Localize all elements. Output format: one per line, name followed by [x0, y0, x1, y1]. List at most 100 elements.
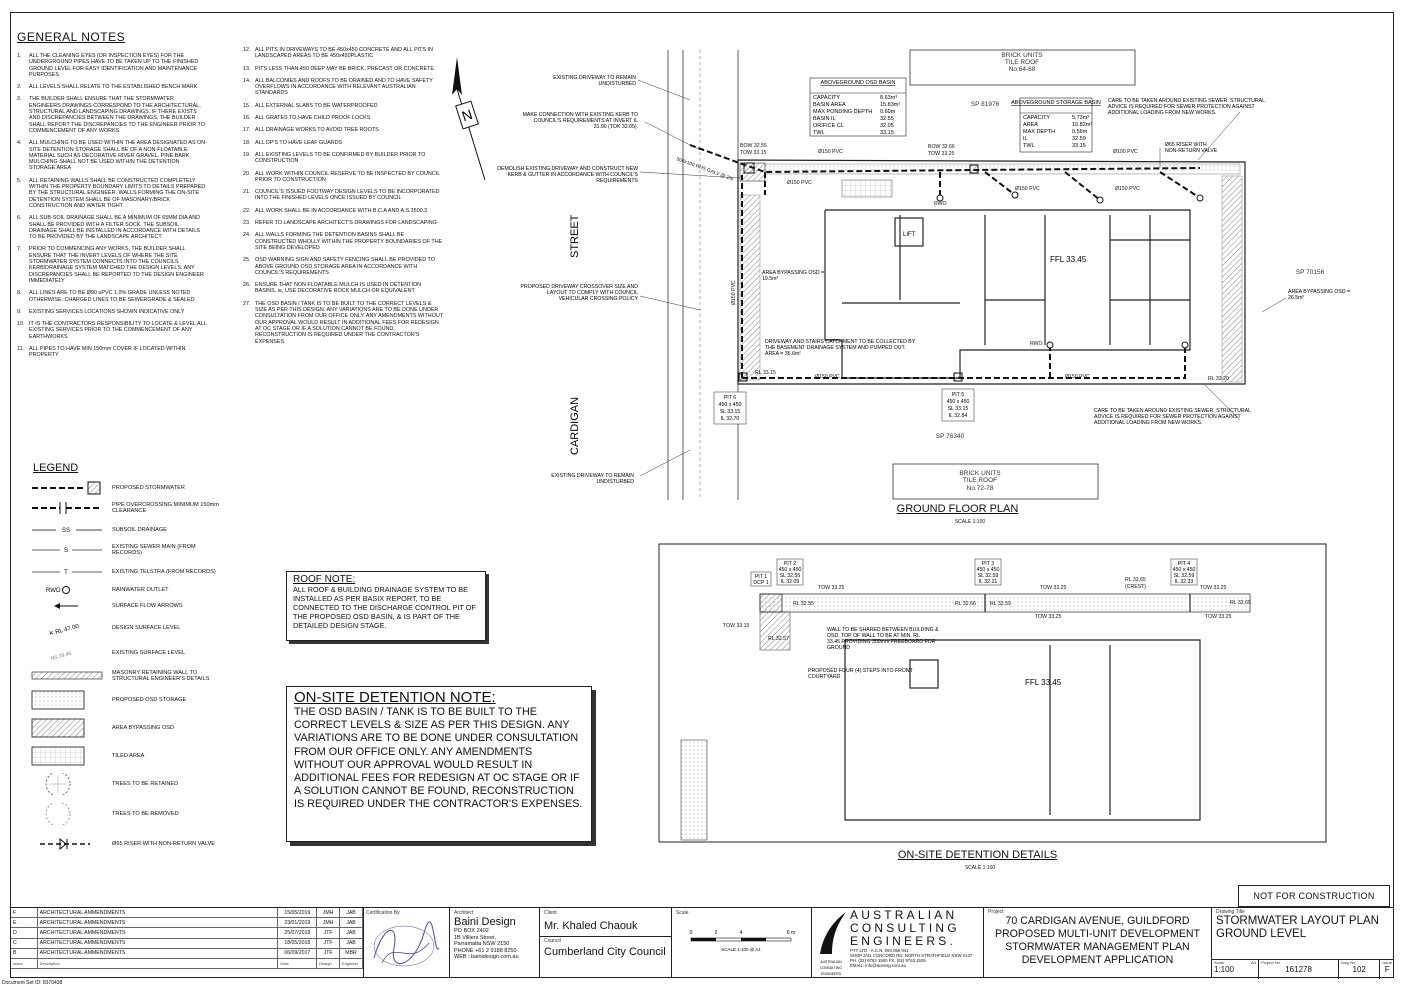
osd-note-body: THE OSD BASIN / TANK IS TO BE BUILT TO T…: [294, 706, 583, 811]
roof-note-body: ALL ROOF & BUILDING DRAINAGE SYSTEM TO B…: [293, 585, 476, 630]
legend-item-flow-arrow: SURFACE FLOW ARROWS: [30, 596, 220, 616]
svg-text:0: 0: [690, 930, 693, 936]
riser-valve-icon: [30, 835, 106, 853]
masonry-wall-icon: [30, 667, 106, 685]
general-note-item: 3.THE BUILDER SHALL ENSURE THAT THE STOR…: [17, 96, 205, 134]
legend-item-tiled-area: TILED AREA: [30, 746, 220, 766]
general-note-item: 15.ALL EXTERNAL SLABS TO BE WATERPROOFED: [243, 102, 378, 109]
general-note-item: 1.ALL THE CLEANING EYES (OR INSPECTION E…: [17, 53, 199, 78]
legend-item-proposed-stormwater: PROPOSED STORMWATER: [30, 478, 220, 498]
osd-storage-icon: [30, 690, 106, 710]
svg-text:✕ RL 47.00: ✕ RL 47.00: [48, 624, 80, 638]
not-for-construction-stamp: NOT FOR CONSTRUCTION: [1238, 885, 1390, 907]
tiled-area-icon: [30, 746, 106, 766]
proposed-stormwater-icon: [30, 479, 106, 497]
general-note-item: 26.ENSURE THAT NON FLOATABLE MULCH IS US…: [243, 282, 422, 295]
svg-text:T: T: [64, 570, 68, 576]
general-notes-title: GENERAL NOTES: [17, 30, 126, 44]
rwo-icon: RWO: [30, 581, 106, 599]
general-notes-col2: 12.ALL PITS IN DRIVEWAYS TO BE 450x450 C…: [243, 47, 443, 351]
company-cell: AUSTRALIAN CONSULTING ENGINEERS AUSTRALI…: [811, 908, 983, 978]
general-note-item: 8.ALL LINES ARE TO BE Ø90 uPVC 1.0% GRAD…: [17, 290, 195, 303]
svg-text:S: S: [64, 548, 68, 554]
general-note-item: 12.ALL PITS IN DRIVEWAYS TO BE 450x450 C…: [243, 47, 433, 60]
general-note-item: 13.PITS LESS THAN 450 DEEP MAY BE BRICK,…: [243, 65, 434, 72]
general-note-item: 23.REFER TO LANDSCAPE ARCHITECT'S DRAWIN…: [243, 220, 437, 227]
general-note-item: 4.ALL MULCHING TO BE USED WITHIN THE ARE…: [17, 140, 207, 172]
drawing-sheet-border: [10, 12, 1394, 978]
legend-title: LEGEND: [33, 462, 79, 474]
osd-note-box: ON-SITE DETENTION NOTE: THE OSD BASIN / …: [286, 686, 592, 842]
design-level-icon: ✕ RL 47.00: [30, 619, 106, 638]
roof-note-box: ROOF NOTE: ALL ROOF & BUILDING DRAINAGE …: [286, 571, 486, 641]
tree-retained-icon: [30, 773, 106, 795]
svg-text:ENGINEERS: ENGINEERS: [821, 972, 842, 976]
general-note-item: 10.IT IS THE CONTRACTORS RESPONSIBILITY …: [17, 321, 207, 340]
document-set-id: Document Set ID: 8376438: [2, 980, 63, 986]
svg-text:6 m: 6 m: [787, 930, 795, 936]
existing-level-icon: NS 28.45: [30, 644, 106, 662]
legend-item-pipe-overcrossing: PIPE OVERCROSSING MINIMUM 150mm CLEARANC…: [30, 498, 220, 518]
plan-title: GROUND FLOOR PLAN: [896, 503, 1019, 515]
general-note-item: 7.PRIOR TO COMMENCING ANY WORKS, THE BUI…: [17, 246, 204, 284]
certification-cell: Certification By: [363, 908, 449, 978]
svg-text:N: N: [460, 106, 475, 124]
client-cell: Client Mr. Khaled Chaouk Council Cumberl…: [539, 908, 671, 978]
svg-text:4: 4: [740, 930, 743, 936]
tree-removed-icon: [30, 803, 106, 825]
company-logo-icon: AUSTRALIAN CONSULTING ENGINEERS: [820, 912, 846, 976]
flow-arrow-icon: [30, 597, 106, 615]
drawing-title-cell: Drawing Title STORMWATER LAYOUT PLAN GRO…: [1211, 908, 1394, 979]
general-note-item: 20.ALL WORK WITHIN COUNCIL RESERVE TO BE…: [243, 170, 441, 183]
pipe-overcrossing-icon: [30, 499, 106, 517]
svg-text:RWO: RWO: [46, 588, 61, 594]
general-note-item: 27.THE OSD BASIN / TANK IS TO BE BUILT T…: [243, 300, 443, 345]
general-note-item: 21.COUNCIL'S ISSUED FOOTWAY DESIGN LEVEL…: [243, 189, 440, 202]
general-note-item: 24.ALL WALLS FORMING THE DETENTION BASIN…: [243, 232, 443, 251]
svg-text:SS: SS: [62, 528, 70, 534]
north-arrow-icon: N: [452, 57, 486, 181]
general-note-item: 14.ALL BALCONIES AND ROOFS TO BE DRAINED…: [243, 77, 433, 97]
general-note-item: 18.ALL DP'S TO HAVE LEAF GUARDS: [243, 139, 343, 146]
legend-item-tree-removed: TREES TO BE REMOVED: [30, 803, 220, 825]
general-note-item: 22.ALL WORK SHALL BE IN ACCORDANCE WITH …: [243, 207, 428, 214]
roof-note-title: ROOF NOTE:: [293, 574, 356, 585]
legend-item-masonry-wall: MASONRY RETAINING WALL TO STRUCTURAL ENG…: [30, 666, 220, 686]
subsoil-icon: SS: [30, 521, 106, 539]
osd-note-title: ON-SITE DETENTION NOTE:: [294, 689, 496, 706]
detail-scale: SCALE 1:100: [964, 865, 996, 871]
svg-text:NS 28.45: NS 28.45: [50, 651, 72, 662]
general-note-item: 2.ALL LEVELS SHALL RELATE TO THE ESTABLI…: [17, 84, 198, 91]
svg-text:AUSTRALIAN: AUSTRALIAN: [820, 960, 842, 964]
general-note-item: 16.ALL GRATES TO HAVE CHILD PROOF LOCKS: [243, 115, 371, 122]
svg-text:2: 2: [715, 930, 718, 936]
svg-text:CONSULTING: CONSULTING: [820, 966, 842, 970]
general-notes-col1: 1.ALL THE CLEANING EYES (OR INSPECTION E…: [17, 53, 207, 365]
general-note-item: 9.EXISTING SERVICES LOCATIONS SHOWN INDI…: [17, 308, 185, 315]
legend-item-tree-retained: TREES TO BE RETAINED: [30, 773, 220, 795]
general-note-item: 25.OSD WARNING SIGN AND SAFETY FENCING S…: [243, 257, 435, 276]
signature-icon: [373, 921, 440, 967]
telstra-icon: T: [30, 563, 106, 581]
general-note-item: 11.ALL PIPES TO HAVE MIN 150mm COVER IF …: [17, 345, 186, 359]
legend-item-bypass-area: AREA BYPASSING OSD: [30, 718, 220, 738]
general-note-item: 19.ALL EXISTING LEVELS TO BE CONFIRMED B…: [243, 151, 426, 165]
detail-title: ON-SITE DETENTION DETAILS: [897, 849, 1058, 861]
general-note-item: 6.ALL SUB-SOIL DRAINAGE SHALL BE A MINIM…: [17, 215, 201, 241]
